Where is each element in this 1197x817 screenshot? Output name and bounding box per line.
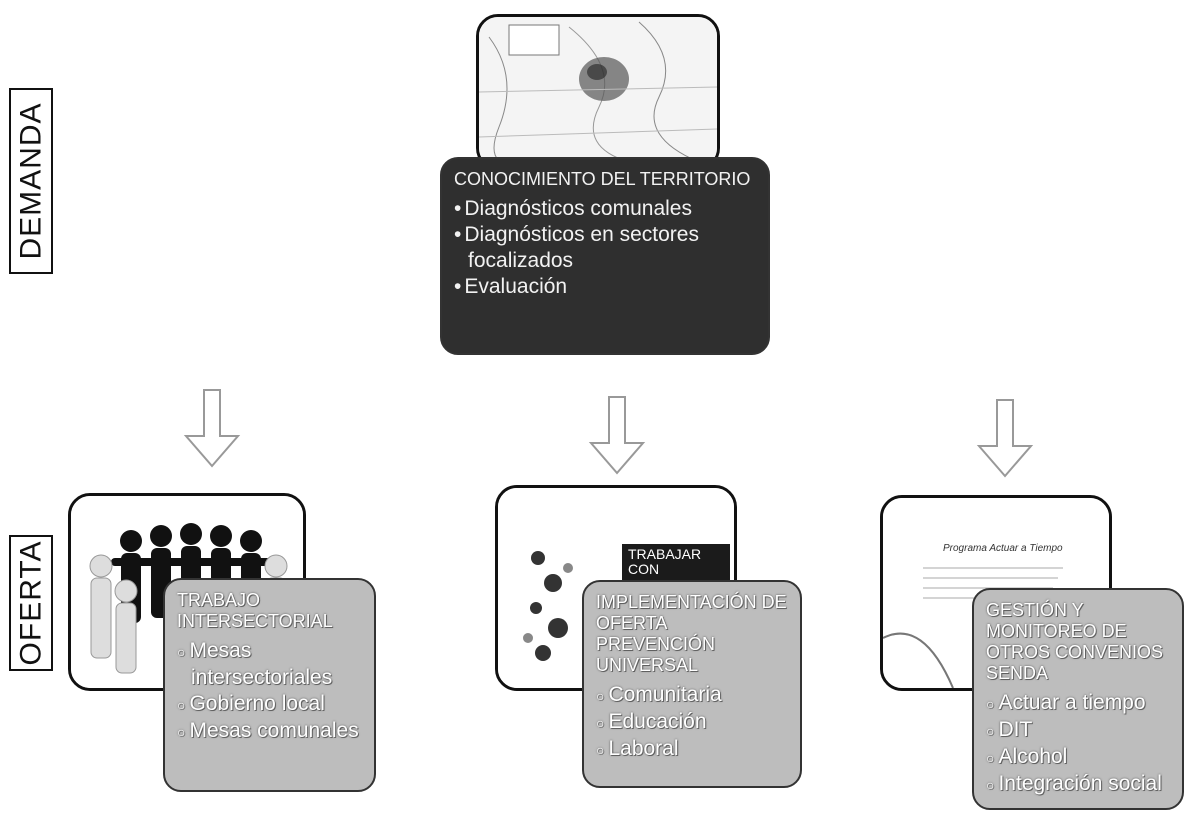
territory-map-icon <box>479 17 717 167</box>
down-arrow-icon <box>588 396 646 475</box>
list-item: Laboral <box>596 736 788 763</box>
card-title: GESTIÓN Y MONITOREO DE OTROS CONVENIOS S… <box>986 600 1164 683</box>
list-item: Diagnósticos en sectores focalizados <box>454 222 756 274</box>
list-item: Diagnósticos comunales <box>454 196 756 222</box>
list-item: Educación <box>596 709 788 736</box>
list-item: Evaluación <box>454 274 756 300</box>
card-otros-convenios: GESTIÓN Y MONITOREO DE OTROS CONVENIOS S… <box>972 588 1184 810</box>
card-list: Actuar a tiempo DIT Alcohol Integración … <box>986 690 1170 798</box>
demanda-label-box: DEMANDA <box>9 88 53 274</box>
card-oferta-prevencion: IMPLEMENTACIÓN DE OFERTA PREVENCIÓN UNIV… <box>582 580 802 788</box>
card-list: Comunitaria Educación Laboral <box>596 682 788 763</box>
list-item: Comunitaria <box>596 682 788 709</box>
card-list: Mesas intersectoriales Gobierno local Me… <box>177 638 362 745</box>
territory-map-photo <box>476 14 720 170</box>
card-title: IMPLEMENTACIÓN DE OFERTA PREVENCIÓN UNIV… <box>596 592 787 675</box>
list-item: Integración social <box>986 771 1170 798</box>
list-item: DIT <box>986 717 1170 744</box>
list-item: Mesas comunales <box>177 718 362 745</box>
list-item: Gobierno local <box>177 691 362 718</box>
demanda-label: DEMANDA <box>14 102 48 260</box>
oferta-label: OFERTA <box>14 540 47 666</box>
list-item: Alcohol <box>986 744 1170 771</box>
card-title: TRABAJO INTERSECTORIAL <box>177 590 333 631</box>
trabajar-con-label: TRABAJAR CON <box>622 544 730 580</box>
top-card-territorio: CONOCIMIENTO DEL TERRITORIO Diagnósticos… <box>440 157 770 355</box>
document-title: Programa Actuar a Tiempo <box>943 543 1063 554</box>
card-trabajo-intersectorial: TRABAJO INTERSECTORIAL Mesas intersector… <box>163 578 376 792</box>
down-arrow-icon <box>183 389 241 468</box>
down-arrow-icon <box>976 399 1034 478</box>
oferta-label-box: OFERTA <box>9 535 53 671</box>
top-card-list: Diagnósticos comunales Diagnósticos en s… <box>454 196 756 300</box>
top-card-title: CONOCIMIENTO DEL TERRITORIO <box>454 169 751 189</box>
list-item: Mesas intersectoriales <box>177 638 362 691</box>
list-item: Actuar a tiempo <box>986 690 1170 717</box>
